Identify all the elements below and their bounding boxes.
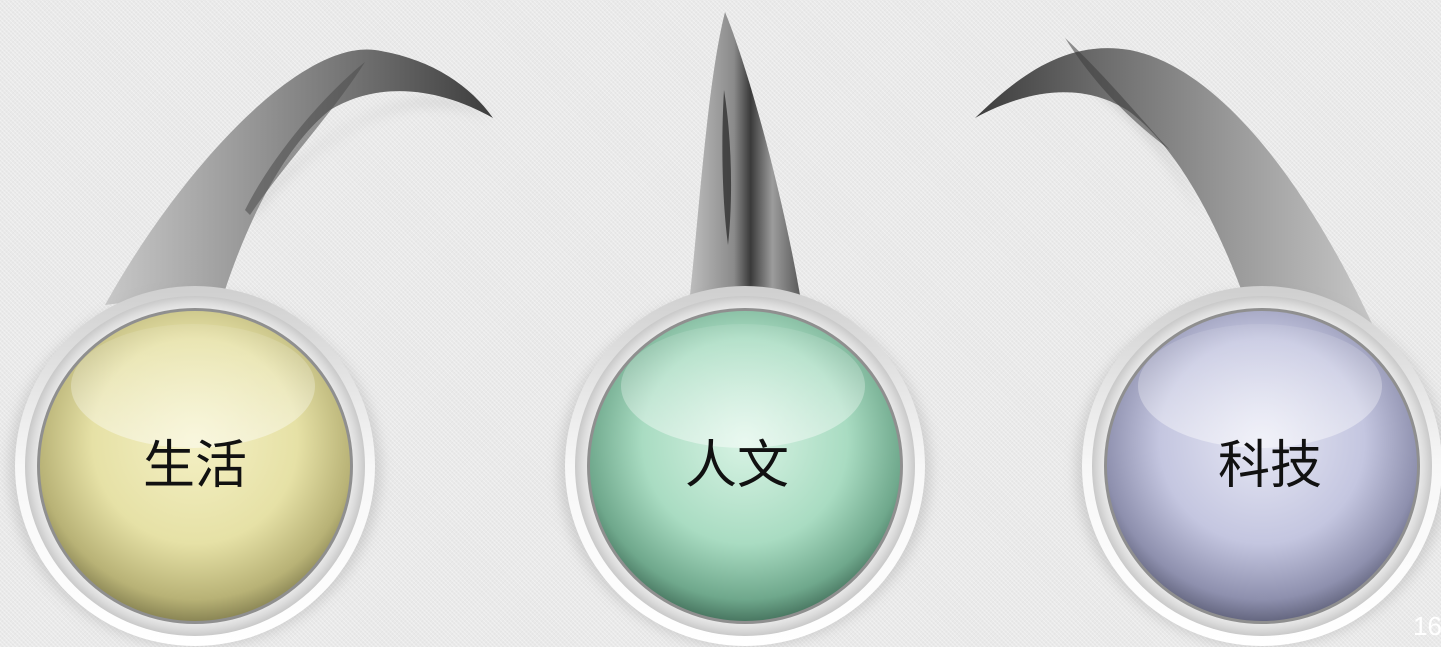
node-label-humanities: 人文: [637, 436, 837, 496]
node-label-technology: 科技: [1170, 436, 1370, 496]
right-horn: [975, 38, 1375, 330]
node-label-life: 生活: [95, 436, 295, 496]
middle-horn: [690, 12, 800, 295]
page-number: 16: [1413, 608, 1441, 644]
left-horn: [105, 49, 493, 305]
